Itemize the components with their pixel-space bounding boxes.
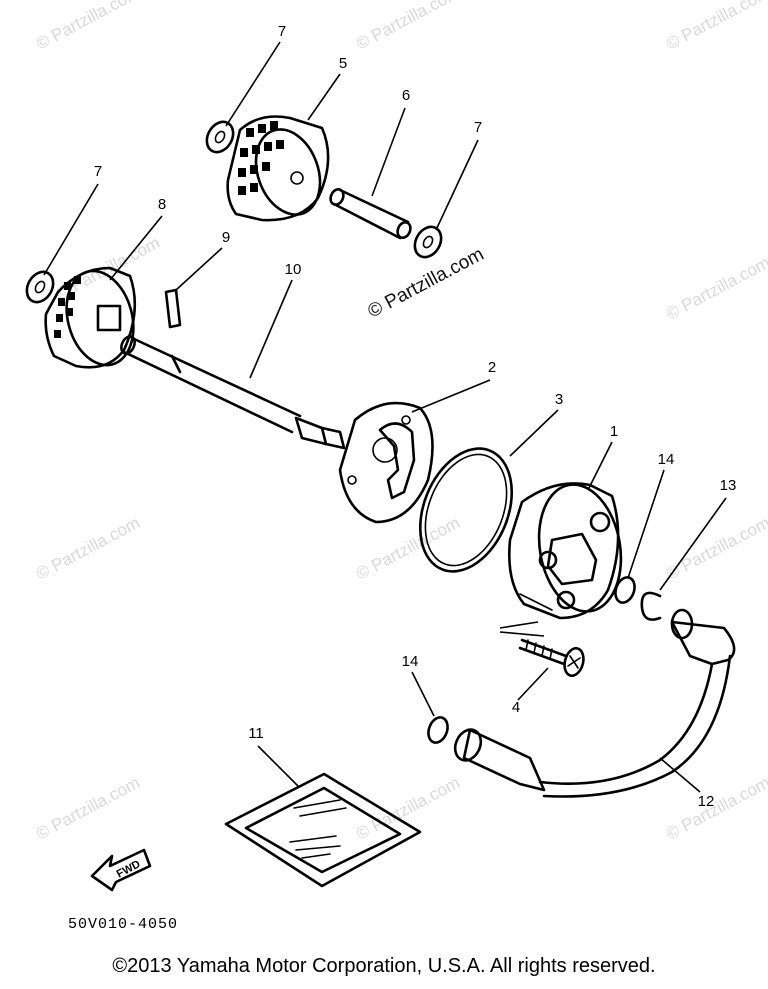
part-13-clip	[640, 591, 662, 621]
copyright-notice: ©2013 Yamaha Motor Corporation, U.S.A. A…	[112, 955, 656, 977]
part-11-strainer	[224, 772, 422, 888]
part-number-label: 7	[94, 163, 102, 180]
part-3-o-ring	[418, 447, 514, 573]
part-number-label: 2	[488, 359, 496, 376]
part-12-pipe	[453, 608, 736, 798]
part-6-shaft	[329, 188, 412, 240]
part-1-pump-body	[508, 482, 623, 620]
watermark: © Partzilla.com	[353, 0, 463, 54]
watermark: © Partzilla.com	[663, 773, 768, 844]
leader-lines	[43, 41, 727, 793]
part-8-driven-gear	[44, 266, 137, 369]
part-number-label: 14	[402, 653, 419, 670]
watermark: © Partzilla.com	[353, 773, 463, 844]
watermark: © Partzilla.com	[33, 0, 143, 54]
diagram-code: 50V010-4050	[68, 916, 178, 933]
part-number-label: 13	[720, 477, 737, 494]
part-2-cover-plate	[338, 401, 434, 524]
part-7-washer	[205, 120, 235, 154]
part-10-shaft	[120, 335, 346, 450]
watermark: © Partzilla.com	[663, 0, 768, 54]
part-number-label: 9	[222, 229, 230, 246]
part-7-washer	[413, 225, 443, 259]
part-number-label: 8	[158, 196, 166, 213]
part-number-label: 7	[474, 119, 482, 136]
part-number-label: 3	[555, 391, 563, 408]
part-14-o-ring	[614, 576, 636, 604]
part-number-label: 6	[402, 87, 410, 104]
part-number-label: 10	[285, 261, 302, 278]
part-7-washer	[25, 270, 55, 304]
part-5-drive-gear	[226, 115, 330, 222]
watermark: © Partzilla.com	[663, 513, 768, 584]
watermark: © Partzilla.com	[353, 513, 463, 584]
part-number-labels: 7 5 6 7 7 8 9 10 2 3 1 14 13 14 4 11 12	[94, 23, 737, 810]
part-4-screw	[499, 621, 585, 678]
part-number-label: 1	[610, 423, 618, 440]
part-14-o-ring	[427, 716, 449, 744]
part-number-label: 14	[658, 451, 675, 468]
part-number-label: 7	[278, 23, 286, 40]
watermark: © Partzilla.com	[33, 773, 143, 844]
part-number-label: 12	[698, 793, 715, 810]
watermark: © Partzilla.com	[33, 513, 143, 584]
part-number-label: 5	[339, 55, 347, 72]
watermark: © Partzilla.com	[364, 244, 487, 323]
fwd-arrow: FWD	[90, 848, 152, 892]
part-number-label: 4	[512, 699, 520, 716]
watermark: © Partzilla.com	[663, 253, 768, 324]
part-9-pin	[164, 288, 182, 329]
part-number-label: 11	[248, 725, 264, 742]
watermark-layer: © Partzilla.com © Partzilla.com © Partzi…	[33, 0, 768, 844]
